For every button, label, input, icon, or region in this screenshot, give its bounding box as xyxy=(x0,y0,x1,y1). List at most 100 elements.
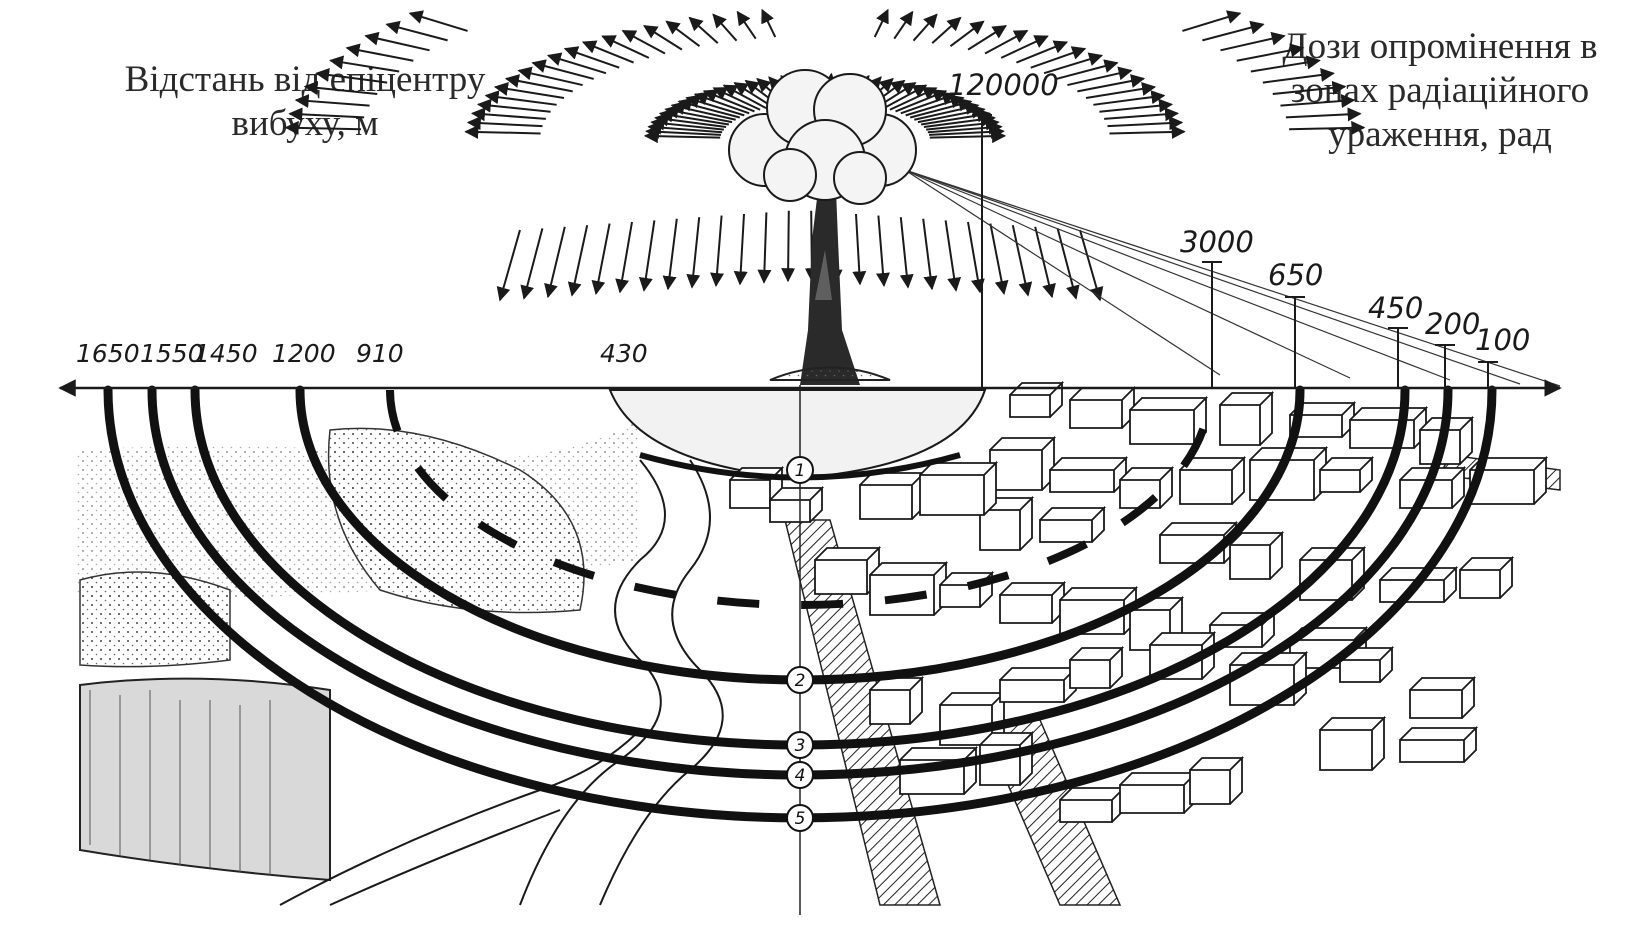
dose-label-100: 100 xyxy=(1475,323,1530,357)
dose-title-line1: Дози опромінення в xyxy=(1282,26,1598,67)
ray-arrow xyxy=(544,226,566,299)
ray-arrow xyxy=(895,89,948,113)
building-icon xyxy=(1409,675,1477,719)
ray-arrow xyxy=(567,224,589,297)
building-icon xyxy=(1319,715,1387,771)
ray-arrow xyxy=(927,120,1003,135)
ray-arrow xyxy=(967,25,1007,51)
ray-arrow xyxy=(722,84,767,110)
ray-arrow xyxy=(876,215,890,287)
zone-number-4: 4 xyxy=(795,766,806,786)
ray-arrow xyxy=(944,220,962,292)
ray-arrow xyxy=(484,90,557,106)
ray-arrow xyxy=(345,43,414,62)
ray-arrow xyxy=(1262,68,1335,84)
ray-arrow xyxy=(1067,66,1133,87)
ray-arrow xyxy=(926,116,1000,131)
dose-label-120000: 120000 xyxy=(948,68,1059,102)
building-icon xyxy=(1039,505,1107,543)
building-icon xyxy=(1229,530,1285,580)
ray-arrow xyxy=(889,87,938,111)
distance-labels: 1650 1550 1450 1200 910 430 xyxy=(76,339,648,368)
building-icon xyxy=(1069,385,1137,429)
mushroom-cloud-icon xyxy=(728,69,917,385)
ray-arrow xyxy=(931,16,962,44)
ray-arrow xyxy=(1220,31,1286,52)
ray-arrow xyxy=(638,220,656,292)
ray-arrow xyxy=(643,25,683,51)
ray-arrow xyxy=(914,101,980,121)
building-icon xyxy=(919,460,999,516)
ray-arrow xyxy=(852,213,867,286)
dose-label-450: 450 xyxy=(1368,291,1423,325)
ray-arrow xyxy=(873,8,889,38)
ray-arrow xyxy=(1236,43,1305,62)
ray-arrow xyxy=(520,228,544,300)
ray-arrow xyxy=(1285,107,1362,122)
ray-arrow xyxy=(504,74,573,93)
ray-arrow xyxy=(471,107,546,122)
zone-910-dashed-boundary xyxy=(386,389,1214,609)
zone-marker-5: 5 xyxy=(786,804,814,832)
ray-arrow xyxy=(905,94,965,117)
ray-arrow xyxy=(733,213,748,286)
distance-label-1200: 1200 xyxy=(272,339,336,368)
ray-arrow xyxy=(1016,40,1069,64)
building-icon xyxy=(1399,725,1479,763)
ray-arrow xyxy=(900,91,957,115)
zone-marker-2: 2 xyxy=(786,666,814,694)
building-icon xyxy=(989,435,1057,491)
ray-arrow xyxy=(1104,107,1179,122)
ray-arrow xyxy=(702,89,755,113)
ray-arrow xyxy=(989,223,1009,295)
distance-label-430: 430 xyxy=(600,339,648,368)
building-icon xyxy=(1119,770,1199,814)
ray-arrow xyxy=(294,94,370,108)
ray-arrow xyxy=(1030,46,1087,69)
ray-arrow xyxy=(686,217,701,289)
ray-arrow xyxy=(615,221,633,294)
building-icon xyxy=(814,545,882,595)
ray-arrow xyxy=(643,129,721,144)
radiation-rays xyxy=(284,8,1366,302)
distance-label-1550: 1550 xyxy=(140,339,204,368)
zone-number-3: 3 xyxy=(795,736,806,756)
ray-arrow xyxy=(466,116,543,131)
distance-title-line2: вибуху, м xyxy=(231,103,379,144)
zone-number-5: 5 xyxy=(795,809,806,829)
ray-arrow xyxy=(712,87,761,111)
ray-arrow xyxy=(1202,20,1265,42)
ray-arrow xyxy=(757,212,772,284)
ray-arrow xyxy=(922,218,938,291)
ray-arrow xyxy=(883,84,928,110)
zone-number-2: 2 xyxy=(795,671,806,691)
building-icon xyxy=(1459,555,1515,599)
building-icon xyxy=(999,665,1079,703)
ray-arrow xyxy=(1289,120,1366,135)
ray-arrow xyxy=(476,98,551,113)
ray-arrow xyxy=(967,221,985,294)
dose-axis-title: Дози опромінення в зонах радіаційного ур… xyxy=(1240,25,1631,157)
building-icon xyxy=(1069,645,1125,689)
building-icon xyxy=(869,560,949,616)
ray-arrow xyxy=(1109,125,1186,140)
ray-arrow xyxy=(1182,10,1242,32)
ray-arrow xyxy=(1272,80,1347,95)
distance-label-910: 910 xyxy=(356,339,404,368)
ray-arrow xyxy=(912,13,938,42)
ray-arrow xyxy=(517,66,583,87)
ray-arrow xyxy=(917,104,986,124)
building-icon xyxy=(1189,755,1245,805)
ray-arrow xyxy=(893,10,914,40)
ray-arrow xyxy=(1079,229,1104,302)
dose-label-200: 200 xyxy=(1425,307,1480,341)
ray-arrow xyxy=(899,217,914,289)
dose-labels: 120000 3000 650 450 200 100 xyxy=(948,68,1530,357)
zone-number-1: 1 xyxy=(795,461,806,481)
dose-label-3000: 3000 xyxy=(1180,225,1254,259)
distance-label-1650: 1650 xyxy=(76,339,140,368)
building-icon xyxy=(1219,390,1275,446)
ray-arrow xyxy=(1011,224,1033,297)
building-icon xyxy=(1149,630,1217,680)
ray-arrow xyxy=(909,97,973,119)
